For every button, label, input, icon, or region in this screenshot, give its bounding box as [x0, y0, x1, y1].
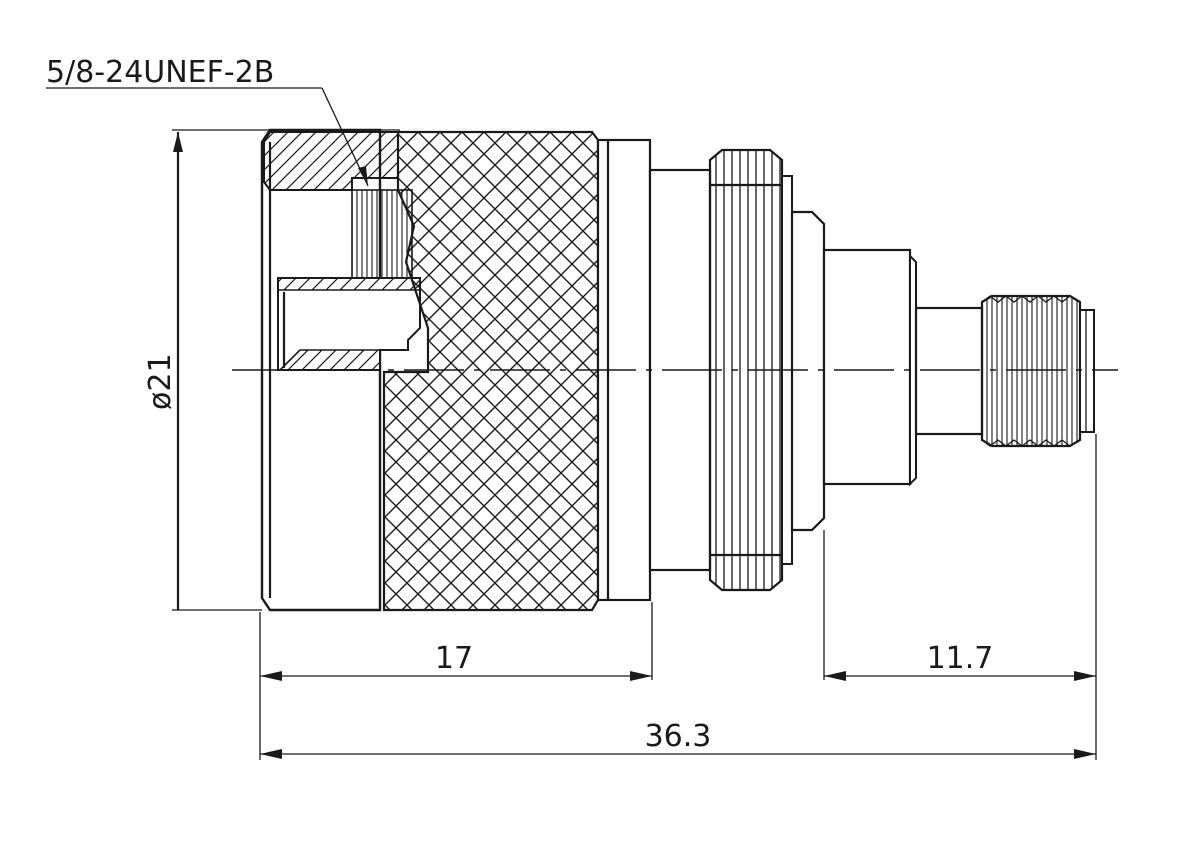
- dimension-36-3-label: 36.3: [645, 719, 712, 754]
- dimension-36-3: [260, 749, 1096, 759]
- dimension-17: [259, 602, 653, 760]
- dimension-11-7-label: 11.7: [927, 641, 994, 676]
- sma-female-end: [980, 294, 1095, 448]
- diameter-dimension: [172, 129, 400, 611]
- dimension-17-label: 17: [435, 641, 473, 676]
- thread-callout: 5/8-24UNEF-2B: [46, 55, 274, 90]
- thread-callout-leader: [46, 87, 369, 187]
- diameter-label: ø21: [143, 353, 178, 410]
- dimension-11-7: [823, 434, 1097, 760]
